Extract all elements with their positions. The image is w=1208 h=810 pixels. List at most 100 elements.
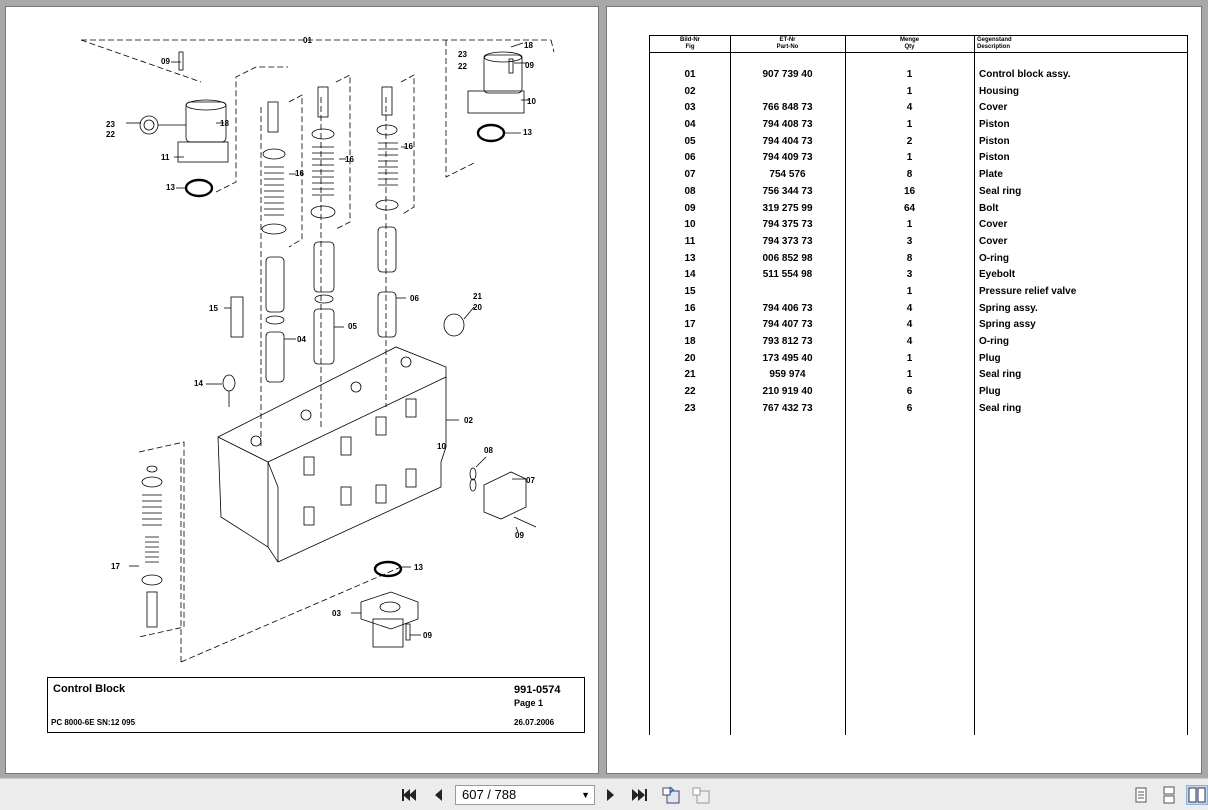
description-cell: Control block assy. <box>979 69 1071 80</box>
document-number: 991-0574 <box>514 684 561 696</box>
description-cell: Cover <box>979 219 1008 231</box>
fig-cell: 01 <box>684 69 696 80</box>
callout-label: 22 <box>458 62 467 71</box>
callout-label: 22 <box>106 130 115 139</box>
callout-label: 09 <box>161 57 170 66</box>
qty-cell: 3 <box>906 269 913 281</box>
callout-label: 04 <box>297 335 306 344</box>
continuous-view-icon <box>1163 786 1175 804</box>
description-cell: O-ring <box>979 252 1009 264</box>
qty-cell: 6 <box>906 386 913 398</box>
qty-cell: 4 <box>906 102 913 114</box>
drawing-title: Control Block <box>53 683 126 695</box>
qty-cell: 2 <box>906 135 913 147</box>
exploded-diagram: 01 09 18 23 22 11 13 16 16 16 23 22 18 0… <box>80 36 555 663</box>
description-cell: Piston <box>979 152 1010 164</box>
fig-cell: 16 <box>684 302 696 314</box>
callout-label: 09 <box>423 631 432 640</box>
fig-cell: 23 <box>684 402 696 414</box>
first-page-icon <box>402 789 416 801</box>
last-page-button[interactable] <box>628 785 650 805</box>
part-no-cell: 511 554 98 <box>762 269 813 281</box>
description-cell: Cover <box>979 235 1008 247</box>
description-cell: Pressure relief valve <box>979 285 1077 297</box>
diagram-callouts: 01 09 18 23 22 11 13 16 16 16 23 22 18 0… <box>106 36 536 640</box>
callout-label: 01 <box>303 36 312 45</box>
two-page-view-icon <box>1188 787 1206 803</box>
callout-label: 02 <box>464 416 473 425</box>
next-page-button[interactable] <box>600 785 622 805</box>
extract-page-button[interactable] <box>690 785 712 805</box>
qty-cell: 6 <box>906 402 913 414</box>
single-page-view-icon <box>1135 787 1147 803</box>
callout-label: 23 <box>458 50 467 59</box>
qty-cell: 1 <box>906 285 913 297</box>
single-page-view-button[interactable] <box>1130 785 1152 805</box>
qty-cell: 1 <box>906 219 913 231</box>
part-no-cell: 794 406 73 <box>762 302 813 314</box>
drawing-date: 26.07.2006 <box>514 718 555 727</box>
callout-label: 17 <box>111 562 120 571</box>
qty-cell: 1 <box>906 352 913 364</box>
page-indicator: 607 / 788 <box>462 787 517 802</box>
callout-label: 10 <box>527 97 536 106</box>
callout-label: 16 <box>345 155 354 164</box>
callout-label: 21 <box>473 292 482 301</box>
first-page-button[interactable] <box>398 785 420 805</box>
part-no-cell: 173 495 40 <box>762 352 813 364</box>
callout-label: 14 <box>194 379 203 388</box>
part-no-cell: 210 919 40 <box>762 386 813 398</box>
qty-cell: 1 <box>906 369 913 381</box>
next-page-icon <box>607 789 614 801</box>
prev-page-icon <box>435 789 442 801</box>
description-cell: Piston <box>979 119 1010 131</box>
description-cell: Plug <box>979 352 1001 364</box>
table-row: 10 794 375 73 1 Cover <box>650 217 1187 234</box>
part-no-cell: 794 404 73 <box>762 135 813 147</box>
page-selector[interactable]: 607 / 788 ▼ <box>455 785 595 805</box>
description-cell: Plug <box>979 386 1001 398</box>
fig-cell: 04 <box>684 119 696 131</box>
two-page-view-button[interactable] <box>1186 785 1208 805</box>
part-no-cell: 754 576 <box>769 169 806 181</box>
fig-cell: 02 <box>684 85 696 97</box>
title-block: Control Block 991-0574 Page 1 PC 8000-6E… <box>47 677 585 733</box>
callout-label: 18 <box>524 41 533 50</box>
chevron-down-icon: ▼ <box>581 790 590 800</box>
prev-page-button[interactable] <box>427 785 449 805</box>
qty-cell: 1 <box>906 152 913 164</box>
callout-label: 16 <box>295 169 304 178</box>
fig-cell: 07 <box>684 169 696 181</box>
qty-cell: 4 <box>906 319 913 331</box>
description-cell: Eyebolt <box>979 269 1016 281</box>
part-no-cell: 794 375 73 <box>762 219 813 231</box>
fig-cell: 10 <box>684 219 696 231</box>
machine-model: PC 8000-6E SN:12 095 <box>51 718 136 727</box>
fig-cell: 14 <box>684 269 696 281</box>
description-cell: Spring assy. <box>979 302 1038 314</box>
continuous-view-button[interactable] <box>1158 785 1180 805</box>
qty-cell: 8 <box>906 169 913 181</box>
insert-page-button[interactable] <box>660 785 682 805</box>
callout-label: 09 <box>525 61 534 70</box>
part-no-cell: 766 848 73 <box>762 102 813 114</box>
callout-label: 10 <box>437 442 446 451</box>
fig-cell: 03 <box>684 102 696 114</box>
